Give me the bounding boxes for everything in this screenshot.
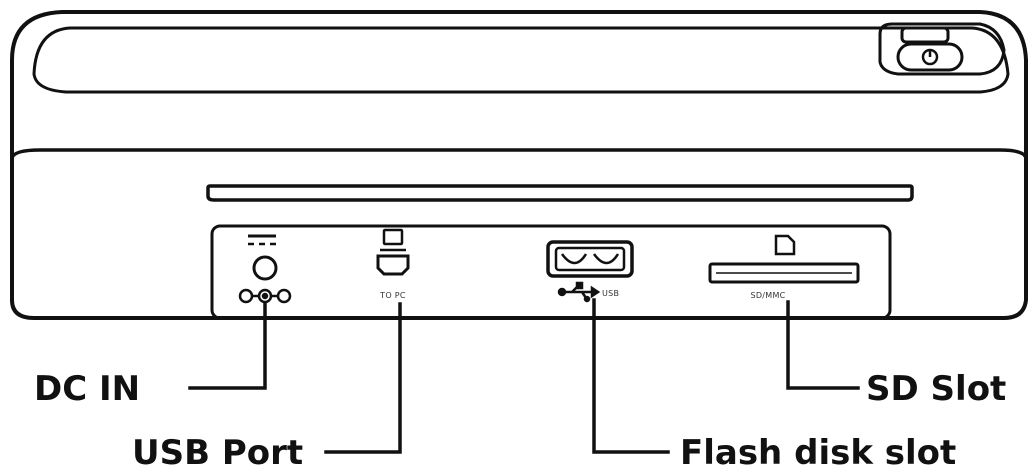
usb-port-callout: USB Port [132,433,303,473]
polarity-icon [238,288,292,304]
sd-slot-leader [786,300,860,390]
flash-disk-slot-callout: Flash disk slot [680,433,956,473]
dc-power-icon [248,234,276,246]
connector-panel [210,224,892,320]
power-button-icon [921,48,939,66]
mode-button[interactable] [900,26,950,44]
sd-slot-callout: SD Slot [866,369,1006,409]
dc-jack [252,255,278,281]
pc-connector-icon [380,228,406,252]
usb-flash-port: USB [546,240,634,303]
usb-to-pc-port: TO PC [376,228,410,300]
usb-label: USB [602,289,619,298]
scanner-lid-outer [10,10,1028,162]
scanner-seam [10,148,1028,160]
usb-a-tongue [554,246,626,272]
flash-disk-leader [592,298,670,454]
power-button[interactable] [896,42,964,72]
mini-usb-socket [376,254,410,276]
scanner-base [10,156,1028,320]
dc-in-port [238,234,292,304]
scanner-lid-inner [32,26,1010,94]
dc-in-leader [188,302,267,390]
usb-symbol-icon [557,281,601,303]
control-panel-frame [878,22,1006,76]
dc-in-callout: DC IN [34,369,140,409]
to-pc-label: TO PC [379,291,406,300]
control-panel [878,22,1006,76]
usb-port-leader [324,302,402,454]
paper-feed-slot [206,184,914,202]
usb-a-socket [546,240,634,278]
leader-lines [188,298,860,454]
sd-mmc-label: SD/MMC [750,291,785,300]
sd-card-icon [774,234,796,256]
sd-card-slot [708,262,860,284]
scanner-body [10,10,1028,320]
sd-slot-port: SD/MMC [708,234,860,300]
usb-a-contacts [560,253,620,265]
